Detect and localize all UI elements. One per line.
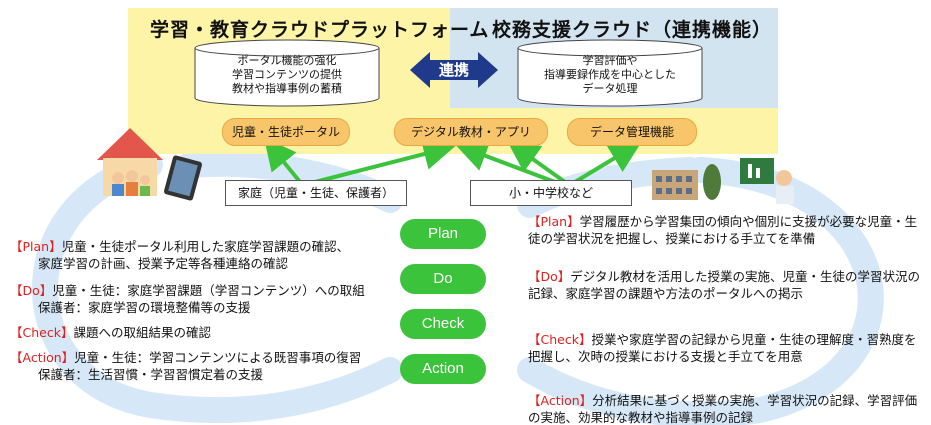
home-action-line1: 児童・生徒：学習コンテンツによる既習事項の復習 [74, 350, 362, 365]
school-plan-body: 学習履歴から学習集団の傾向や個別に支援が必要な児童・生徒の学習状況を把握し、授業… [528, 214, 918, 246]
school-do-body: デジタル教材を活用した授業の実施、児童・生徒の学習状況の記録、家庭学習の課題や方… [528, 269, 921, 301]
digital-materials-pill: デジタル教材・アプリ [394, 118, 548, 146]
school-plan-text: 【Plan】学習履歴から学習集団の傾向や個別に支援が必要な児童・生徒の学習状況を… [528, 213, 923, 247]
tablet-icon [164, 155, 202, 201]
home-do-line1: 児童・生徒：家庭学習課題（学習コンテンツ）への取組 [52, 283, 365, 298]
home-do-tag: 【Do】 [10, 283, 53, 298]
learning-cloud-title: 学習・教育クラウドプラットフォーム [150, 19, 490, 41]
school-db-cylinder [517, 39, 703, 107]
home-action-text: 【Action】児童・生徒：学習コンテンツによる既習事項の復習 保護者：生活習慣… [10, 349, 361, 383]
school-action-text: 【Action】分析結果に基づく授業の実施、学習状況の記録、学習評価の実施、効果… [528, 392, 923, 425]
link-double-arrow [410, 52, 498, 88]
link-label: 連携 [438, 61, 469, 79]
learning-db-cylinder [194, 39, 380, 107]
pdca-check: Check [400, 309, 486, 339]
pdca-action: Action [400, 354, 486, 384]
home-check-line1: 課題への取組結果の確認 [73, 325, 211, 340]
learning-db-line: ポータル機能の強化 [237, 54, 337, 67]
school-label: 小・中学校など [470, 180, 632, 206]
school-check-tag: 【Check】 [528, 332, 592, 347]
school-db-text: 学習評価や 指導要録作成を中心とした データ処理 [518, 54, 702, 96]
house-icon [97, 128, 163, 196]
school-action-body: 分析結果に基づく授業の実施、学習状況の記録、学習評価の実施、効果的な教材や指導事… [528, 393, 918, 425]
school-db-line: 学習評価や [582, 54, 638, 67]
school-action-tag: 【Action】 [528, 393, 593, 408]
home-check-text: 【Check】課題への取組結果の確認 [10, 324, 211, 341]
teacher-icon [740, 158, 794, 204]
home-plan-text: 【Plan】児童・生徒ポータル利用した家庭学習課題の確認、 家庭学習の計画、授業… [10, 238, 349, 272]
school-check-text: 【Check】授業や家庭学習の記録から児童・生徒の理解度・習熟度を把握し、次時の… [528, 331, 923, 365]
school-db-line: 指導要録作成を中心とした [544, 68, 676, 81]
home-cycle-arc [32, 152, 403, 424]
learning-db-line: 教材や指導事例の蓄積 [232, 82, 342, 95]
learning-db-text: ポータル機能の強化 学習コンテンツの提供 教材や指導事例の蓄積 [195, 54, 379, 96]
home-label: 家庭（児童・生徒、保護者） [225, 180, 407, 206]
home-plan-tag: 【Plan】 [10, 239, 62, 254]
home-do-line2: 保護者：家庭学習の環境整備等の支援 [38, 300, 251, 315]
home-plan-line1: 児童・生徒ポータル利用した家庭学習課題の確認、 [61, 239, 350, 254]
pdca-do: Do [400, 264, 486, 294]
school-check-body: 授業や家庭学習の記録から児童・生徒の理解度・習熟度を把握し、次時の授業における支… [528, 332, 917, 364]
home-action-line2: 保護者：生活習慣・学習習慣定着の支援 [38, 367, 264, 382]
data-management-pill: データ管理機能 [567, 118, 697, 146]
connection-arrows [263, 137, 642, 184]
school-do-tag: 【Do】 [528, 269, 571, 284]
home-check-tag: 【Check】 [10, 325, 74, 340]
student-portal-pill: 児童・生徒ポータル [222, 118, 350, 146]
learning-db-line: 学習コンテンツの提供 [232, 68, 342, 81]
pdca-plan: Plan [400, 219, 486, 249]
school-building-icon [652, 164, 721, 200]
school-plan-tag: 【Plan】 [528, 214, 580, 229]
school-do-text: 【Do】デジタル教材を活用した授業の実施、児童・生徒の学習状況の記録、家庭学習の… [528, 268, 923, 302]
school-cycle-arc [517, 157, 884, 425]
school-db-line: データ処理 [582, 82, 638, 95]
home-plan-line2: 家庭学習の計画、授業予定等各種連絡の確認 [38, 256, 289, 271]
home-action-tag: 【Action】 [10, 350, 75, 365]
school-affairs-title: 校務支援クラウド（連携機能） [492, 19, 773, 41]
home-do-text: 【Do】児童・生徒：家庭学習課題（学習コンテンツ）への取組 保護者：家庭学習の環… [10, 282, 365, 316]
